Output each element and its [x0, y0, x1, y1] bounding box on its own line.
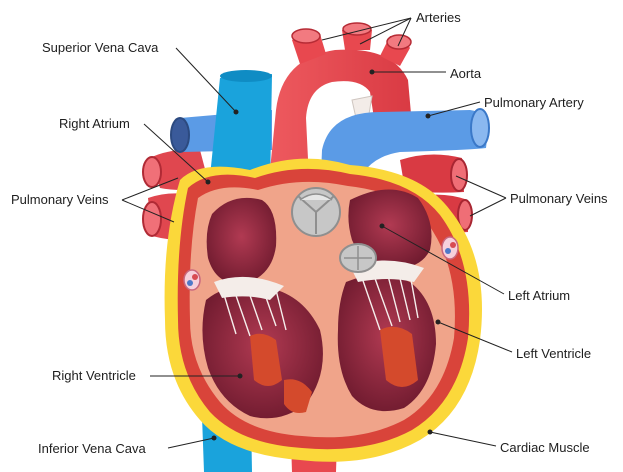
- label-pulmonary-artery: Pulmonary Artery: [484, 95, 584, 110]
- label-arteries: Arteries: [416, 10, 461, 25]
- label-cardiac-muscle: Cardiac Muscle: [500, 440, 590, 455]
- label-pulmonary-veins-left: Pulmonary Veins: [11, 192, 109, 207]
- label-left-ventricle: Left Ventricle: [516, 346, 591, 361]
- label-aorta: Aorta: [450, 66, 481, 81]
- label-inferior-vena-cava: Inferior Vena Cava: [38, 441, 146, 456]
- label-right-atrium: Right Atrium: [59, 116, 130, 131]
- coronary-vessels-right: [442, 237, 458, 259]
- coronary-vessels-left: [184, 270, 200, 290]
- label-left-atrium: Left Atrium: [508, 288, 570, 303]
- label-pulmonary-veins-right: Pulmonary Veins: [510, 191, 608, 206]
- label-right-ventricle: Right Ventricle: [52, 368, 136, 383]
- aortic-valve: [292, 188, 340, 236]
- label-superior-vena-cava: Superior Vena Cava: [42, 40, 158, 55]
- pulmonary-valve: [340, 244, 376, 272]
